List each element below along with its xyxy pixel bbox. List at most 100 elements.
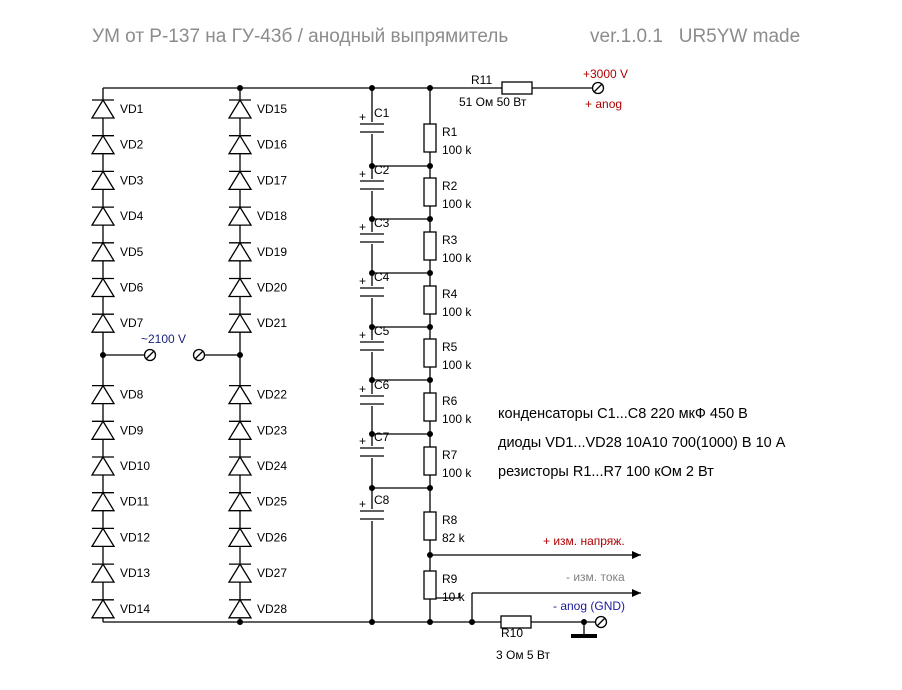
junction-dot xyxy=(427,552,433,558)
resistor-name: R7 xyxy=(442,448,458,462)
capacitor-label: C7 xyxy=(374,430,390,444)
title: УМ от Р-137 на ГУ-43б / анодный выпрямит… xyxy=(92,26,800,48)
capacitor-gap xyxy=(358,179,386,191)
r10-spec: 3 Ом 5 Вт xyxy=(496,648,551,662)
diode-label: VD16 xyxy=(257,138,287,152)
junction-dot xyxy=(237,352,243,358)
version-label: ver.1.0.1 UR5YW made xyxy=(590,26,801,47)
diode-label: VD10 xyxy=(120,459,150,473)
diode: VD21 xyxy=(227,312,287,333)
diode: VD27 xyxy=(227,562,287,583)
junction-dot xyxy=(427,431,433,437)
diode-triangle xyxy=(227,277,253,298)
resistor-body xyxy=(423,446,437,476)
capacitor-label: C8 xyxy=(374,493,390,507)
anode-output-label: + anog xyxy=(585,97,622,111)
junction-dot xyxy=(427,85,433,91)
ac-terminal-right-slash xyxy=(195,351,203,359)
diode: VD10 xyxy=(90,455,150,476)
voltage-meas-arrow xyxy=(632,551,641,559)
diode-label: VD23 xyxy=(257,423,287,437)
diode-label: VD24 xyxy=(257,459,287,473)
voltage-meas-label: + изм. напряж. xyxy=(543,534,625,548)
capacitor-label: C6 xyxy=(374,378,390,392)
diode-triangle xyxy=(90,562,116,583)
capacitor-gap xyxy=(358,286,386,298)
diode-label: VD9 xyxy=(120,423,144,437)
ac-terminal-left-slash xyxy=(146,351,154,359)
diode-label: VD14 xyxy=(120,602,150,616)
resistor-value: 100 k xyxy=(442,358,472,372)
diode: VD3 xyxy=(90,170,144,191)
junction-dot xyxy=(100,352,106,358)
diode: VD12 xyxy=(90,527,150,548)
diode: VD7 xyxy=(90,312,144,333)
diode: VD15 xyxy=(227,98,287,119)
r11-spec: 51 Ом 50 Вт xyxy=(459,95,527,109)
diode-triangle xyxy=(90,241,116,262)
diode: VD17 xyxy=(227,170,287,191)
diode-label: VD20 xyxy=(257,281,287,295)
r10-label: R10 xyxy=(501,626,523,640)
resistor-name: R5 xyxy=(442,340,458,354)
resistor-value: 82 k xyxy=(442,531,466,545)
junction-dot xyxy=(369,216,375,222)
diode-label: VD12 xyxy=(120,530,150,544)
diode-triangle xyxy=(227,98,253,119)
diode-label: VD13 xyxy=(120,566,150,580)
diode: VD16 xyxy=(227,134,287,155)
capacitor-gap xyxy=(358,446,386,458)
hv-output-label: +3000 V xyxy=(583,67,628,81)
diode-triangle xyxy=(90,98,116,119)
diode-label: VD5 xyxy=(120,245,144,259)
diode-triangle xyxy=(90,134,116,155)
diode: VD8 xyxy=(90,384,144,405)
resistor-body xyxy=(423,511,437,541)
capacitor: +C5 xyxy=(358,324,390,352)
diode-triangle xyxy=(90,527,116,548)
resistor-value: 100 k xyxy=(442,466,472,480)
diode-triangle xyxy=(90,312,116,333)
note-capacitors: конденсаторы С1...С8 220 мкФ 450 В xyxy=(498,406,748,422)
diode-triangle xyxy=(227,312,253,333)
junction-dot xyxy=(369,485,375,491)
capacitor-gap xyxy=(358,394,386,406)
diode: VD6 xyxy=(90,277,144,298)
resistor-name: R9 xyxy=(442,572,458,586)
hv-output-terminal-slash xyxy=(594,84,602,92)
capacitor-bank: +C1+C2+C3+C4+C5+C6+C7+C8 xyxy=(358,106,390,521)
resistor-name: R3 xyxy=(442,233,458,247)
diode: VD2 xyxy=(90,134,144,155)
schematic-labels: ~2100 V R11 51 Ом 50 Вт +3000 V + anog +… xyxy=(141,67,786,662)
capacitor-label: C4 xyxy=(374,270,390,284)
diode: VD20 xyxy=(227,277,287,298)
diode-label: VD28 xyxy=(257,602,287,616)
capacitor-label: C1 xyxy=(374,106,390,120)
capacitor-label: C3 xyxy=(374,216,390,230)
diode-triangle xyxy=(227,134,253,155)
resistor-value: 100 k xyxy=(442,305,472,319)
resistor-body xyxy=(423,177,437,207)
current-meas-arrow xyxy=(632,589,641,597)
resistor-name: R2 xyxy=(442,179,458,193)
diode: VD24 xyxy=(227,455,287,476)
diode: VD26 xyxy=(227,527,287,548)
gnd-output-label: - anog (GND) xyxy=(553,599,625,613)
current-meas-label: - изм. тока xyxy=(566,570,625,584)
diode-label: VD2 xyxy=(120,138,144,152)
diode-label: VD19 xyxy=(257,245,287,259)
resistor-value: 100 k xyxy=(442,251,472,265)
capacitor: +C6 xyxy=(358,378,390,406)
diode-label: VD7 xyxy=(120,316,144,330)
junction-dot xyxy=(427,216,433,222)
junction-dot xyxy=(369,324,375,330)
diode: VD9 xyxy=(90,420,144,440)
capacitor-plus-sign: + xyxy=(359,167,366,181)
diode-label: VD1 xyxy=(120,102,144,116)
r11-body xyxy=(501,81,533,95)
